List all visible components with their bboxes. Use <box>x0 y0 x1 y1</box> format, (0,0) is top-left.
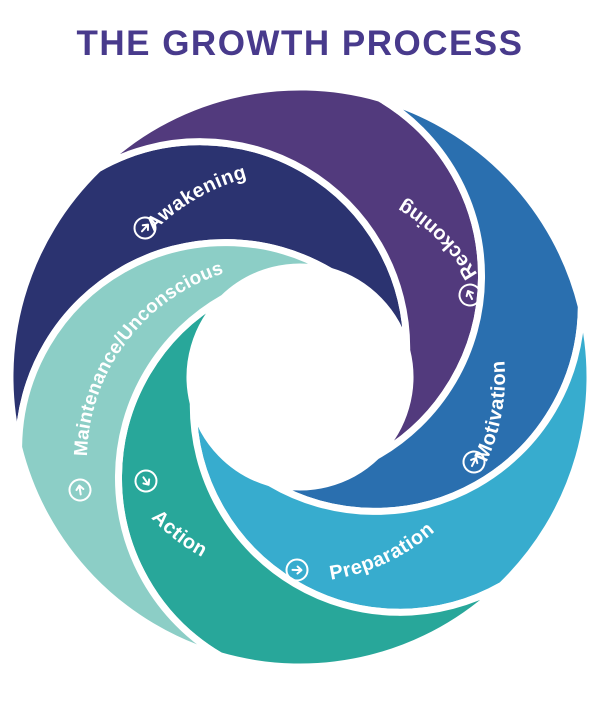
stage-arrow-icons <box>68 216 486 582</box>
circled-arrow-icon-action <box>134 469 158 493</box>
outer-ring <box>7 84 593 670</box>
circled-arrow-icon-awakening <box>133 216 157 240</box>
circled-arrow-icon-reckoning <box>458 283 482 307</box>
page-title: THE GROWTH PROCESS <box>76 24 524 63</box>
circled-arrow-icon-motivation <box>462 450 486 474</box>
circled-arrow-icon-maintenance <box>68 478 92 502</box>
circled-arrow-icon-preparation <box>285 558 309 582</box>
inner-hole-ring <box>187 264 413 490</box>
